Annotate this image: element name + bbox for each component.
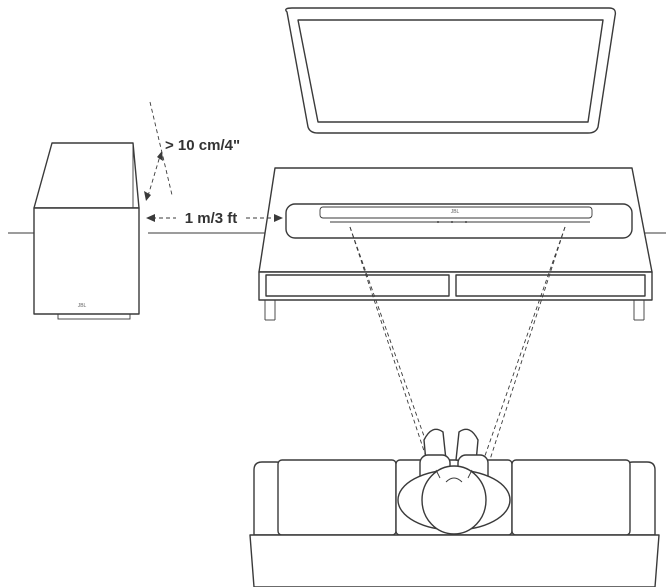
clearance-label: > 10 cm/4" [165,137,240,154]
distance-arrow [146,214,283,222]
distance-label: 1 m/3 ft [185,210,238,227]
clearance-reference-line [149,101,173,196]
subwoofer: JBL [33,142,140,320]
tv-stand [258,167,653,321]
subwoofer-logo: JBL [78,303,87,309]
clearance-arrow [144,151,163,201]
listening-lines [349,226,566,473]
listener [397,428,511,535]
soundbar: JBL [285,203,633,239]
soundbar-logo: JBL [451,209,460,215]
tv [285,7,617,134]
sofa [249,459,660,587]
